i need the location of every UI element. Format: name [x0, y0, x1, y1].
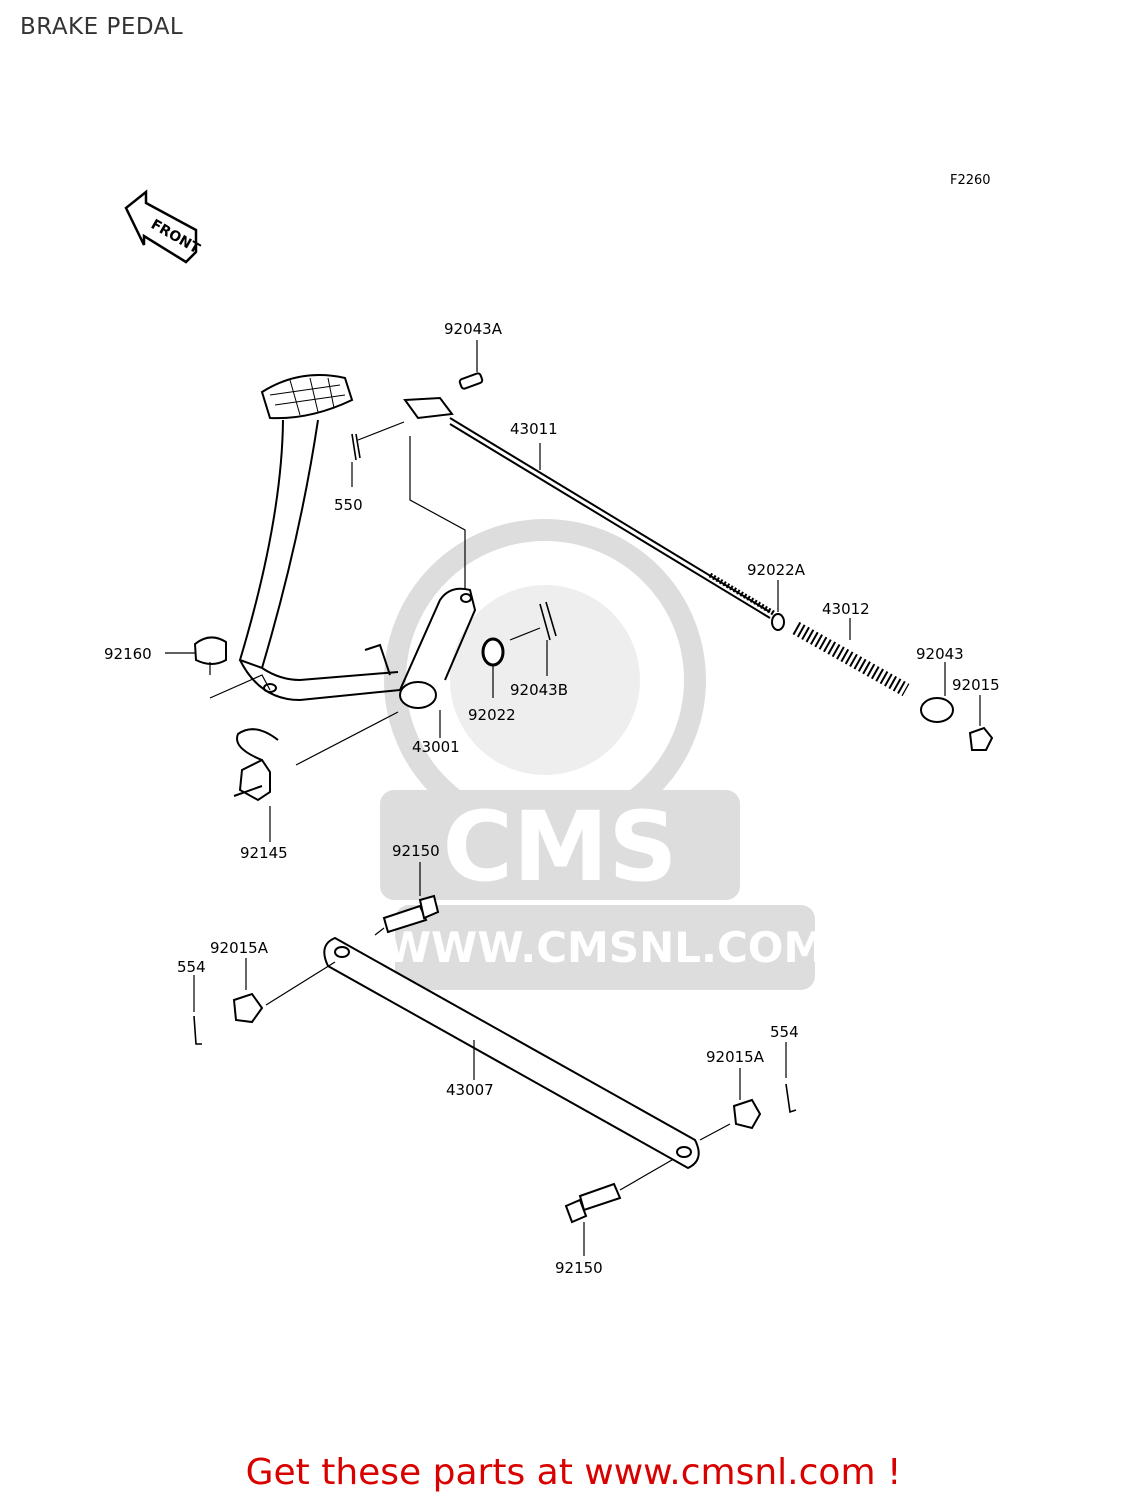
brake-rod-43011 [403, 396, 777, 619]
label-92160: 92160 [104, 645, 152, 663]
part-labels: 92043A 43011 550 92022A 43012 92160 9204… [104, 320, 1000, 1277]
link-rod-43007 [323, 936, 700, 1170]
nut-92015 [968, 726, 994, 751]
label-43007: 43007 [446, 1081, 494, 1099]
pin-92043A [458, 372, 484, 390]
label-92150-bottom: 92150 [555, 1259, 603, 1277]
stopper-92160 [193, 636, 227, 665]
figure-code: F2260 [950, 173, 991, 188]
cotter-pin-550 [351, 433, 361, 461]
label-554-right: 554 [770, 1023, 799, 1041]
front-arrow-icon: FRONT [124, 189, 203, 264]
washer-92022A [771, 613, 785, 631]
label-92022A: 92022A [747, 561, 806, 579]
clip-554-left [193, 1015, 202, 1045]
label-92015: 92015 [952, 676, 1000, 694]
label-92043A: 92043A [444, 320, 503, 338]
nut-92015A-left [232, 992, 264, 1024]
label-92150-top: 92150 [392, 842, 440, 860]
spring-92145 [233, 728, 279, 802]
nut-92015A-right [732, 1098, 762, 1130]
label-92015A-right: 92015A [706, 1048, 765, 1066]
label-92043: 92043 [916, 645, 964, 663]
promo-link[interactable]: Get these parts at www.cmsnl.com ! [245, 1452, 902, 1493]
label-92043B: 92043B [510, 681, 568, 699]
collar-92043 [920, 697, 954, 723]
watermark-url: WWW.CMSNL.COM [385, 923, 826, 972]
leader-lines [165, 340, 981, 1256]
watermark-logo: CMS [442, 791, 677, 903]
page-title: BRAKE PEDAL [20, 14, 184, 40]
washer-92022 [481, 637, 505, 667]
cotter-pin-92043B [539, 601, 557, 641]
label-43011: 43011 [510, 420, 558, 438]
bolt-92150-top [382, 894, 440, 934]
brake-pedal-43001 [238, 374, 477, 709]
label-92015A-left: 92015A [210, 939, 269, 957]
spring-43012 [792, 621, 910, 697]
bolt-92150-bottom [564, 1182, 622, 1224]
label-92022: 92022 [468, 706, 516, 724]
label-43012: 43012 [822, 600, 870, 618]
label-92145: 92145 [240, 844, 288, 862]
label-43001: 43001 [412, 738, 460, 756]
clip-554-right [785, 1083, 797, 1114]
watermark: CMS WWW.CMSNL.COM [380, 519, 826, 990]
label-550: 550 [334, 496, 363, 514]
label-554-left: 554 [177, 958, 206, 976]
